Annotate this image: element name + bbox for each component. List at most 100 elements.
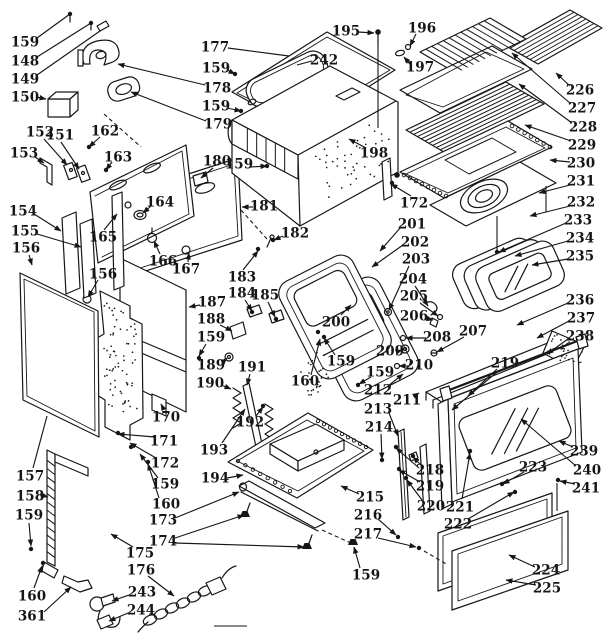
leader-line-242 — [296, 60, 313, 66]
base-assembly — [227, 412, 374, 547]
part-label-244: 244 — [127, 603, 155, 619]
leader-line-216 — [377, 518, 397, 536]
leader-line-170 — [160, 403, 167, 412]
leader-line-237 — [536, 320, 570, 339]
part-label-159: 159 — [197, 330, 225, 346]
part-label-152: 152 — [26, 125, 54, 141]
leader-line-160 — [147, 463, 160, 499]
part-label-179: 179 — [204, 117, 232, 133]
part-label-150: 150 — [11, 90, 39, 106]
part-label-187: 187 — [198, 295, 226, 311]
leader-line-172 — [129, 442, 157, 459]
grommet — [133, 209, 147, 221]
leader-line-198 — [348, 138, 367, 149]
leader-line-223 — [502, 471, 525, 485]
part-label-228: 228 — [569, 120, 597, 136]
leader-line-227 — [511, 52, 572, 105]
fastener-screw — [494, 249, 500, 255]
part-label-202: 202 — [401, 235, 429, 251]
part-label-206: 206 — [400, 309, 428, 325]
leader-line-194 — [226, 473, 244, 479]
leader-line-185 — [267, 301, 276, 318]
oven-body — [227, 65, 400, 227]
leader-line-244 — [108, 612, 129, 622]
part-label-215: 215 — [356, 490, 384, 506]
leader-line-164 — [142, 205, 152, 214]
part-label-216: 216 — [354, 508, 382, 524]
wiring-harness — [89, 565, 237, 633]
leader-line-176 — [147, 575, 175, 597]
part-label-200: 200 — [322, 315, 350, 331]
part-label-229: 229 — [568, 138, 596, 154]
leader-line-174 — [174, 514, 245, 539]
leader-line-187 — [188, 303, 201, 309]
part-label-180: 180 — [203, 154, 231, 170]
support-foot — [302, 543, 312, 549]
part-label-184: 184 — [228, 286, 256, 302]
part-label-224: 224 — [532, 563, 560, 579]
leader-line-235 — [531, 258, 569, 267]
leader-line-159 — [226, 68, 236, 75]
fastener-screw — [555, 477, 561, 483]
part-label-232: 232 — [567, 195, 595, 211]
part-label-213: 213 — [364, 402, 392, 418]
leader-line-160 — [33, 565, 43, 589]
part-label-159: 159 — [366, 365, 394, 381]
part-label-208: 208 — [423, 330, 451, 346]
aux-line-layer — [103, 46, 558, 627]
leader-line-159 — [226, 106, 242, 113]
leader-line-215 — [340, 485, 360, 495]
part-label-210: 210 — [405, 358, 433, 374]
part-label-157: 157 — [16, 469, 44, 485]
leader-line-241 — [559, 479, 576, 485]
part-label-198: 198 — [360, 146, 388, 162]
part-label-219: 219 — [416, 479, 444, 495]
part-label-178: 178 — [203, 81, 231, 97]
part-label-158: 158 — [16, 489, 44, 505]
part-label-218: 218 — [416, 463, 444, 479]
part-label-223: 223 — [519, 460, 547, 476]
part-label-238: 238 — [566, 329, 594, 345]
leader-line-158 — [40, 492, 49, 498]
part-label-171: 171 — [150, 434, 178, 450]
leader-line-233 — [498, 222, 567, 253]
leader-line-209 — [394, 349, 403, 355]
part-label-240: 240 — [573, 463, 601, 479]
leader-line-163 — [105, 161, 113, 171]
part-label-153: 153 — [10, 146, 38, 162]
leader-line-172 — [390, 183, 412, 197]
part-label-156: 156 — [89, 267, 117, 283]
leader-line-156 — [27, 254, 33, 266]
leader-line-207 — [436, 336, 465, 353]
part-label-211: 211 — [393, 393, 421, 409]
part-label-183: 183 — [228, 270, 256, 286]
fastener-screw — [467, 448, 473, 454]
part-label-189: 189 — [197, 358, 225, 374]
part-label-239: 239 — [570, 444, 598, 460]
leader-line-213 — [388, 412, 399, 437]
part-label-212: 212 — [364, 383, 392, 399]
leader-line-189 — [220, 357, 228, 365]
plug — [205, 576, 227, 596]
leader-line-150 — [35, 95, 47, 101]
leader-line-179 — [130, 91, 207, 122]
part-label-203: 203 — [402, 252, 430, 268]
part-label-159: 159 — [11, 35, 39, 51]
leg-bracket — [61, 575, 93, 593]
part-label-164: 164 — [146, 195, 174, 211]
fastener-screw — [273, 316, 279, 322]
part-label-207: 207 — [459, 324, 487, 340]
part-label-241: 241 — [572, 481, 600, 497]
leader-line-159 — [36, 13, 71, 39]
leader-line-167 — [185, 252, 192, 263]
texture-layer — [46, 11, 599, 559]
fastener-screw — [416, 545, 422, 551]
fastener-screw — [28, 546, 34, 552]
part-label-214: 214 — [365, 420, 393, 436]
leader-line-159 — [353, 546, 361, 569]
leader-line-159 — [198, 343, 207, 357]
leader-line-177 — [227, 47, 290, 57]
leader-line-182 — [273, 234, 284, 241]
part-label-234: 234 — [566, 231, 594, 247]
